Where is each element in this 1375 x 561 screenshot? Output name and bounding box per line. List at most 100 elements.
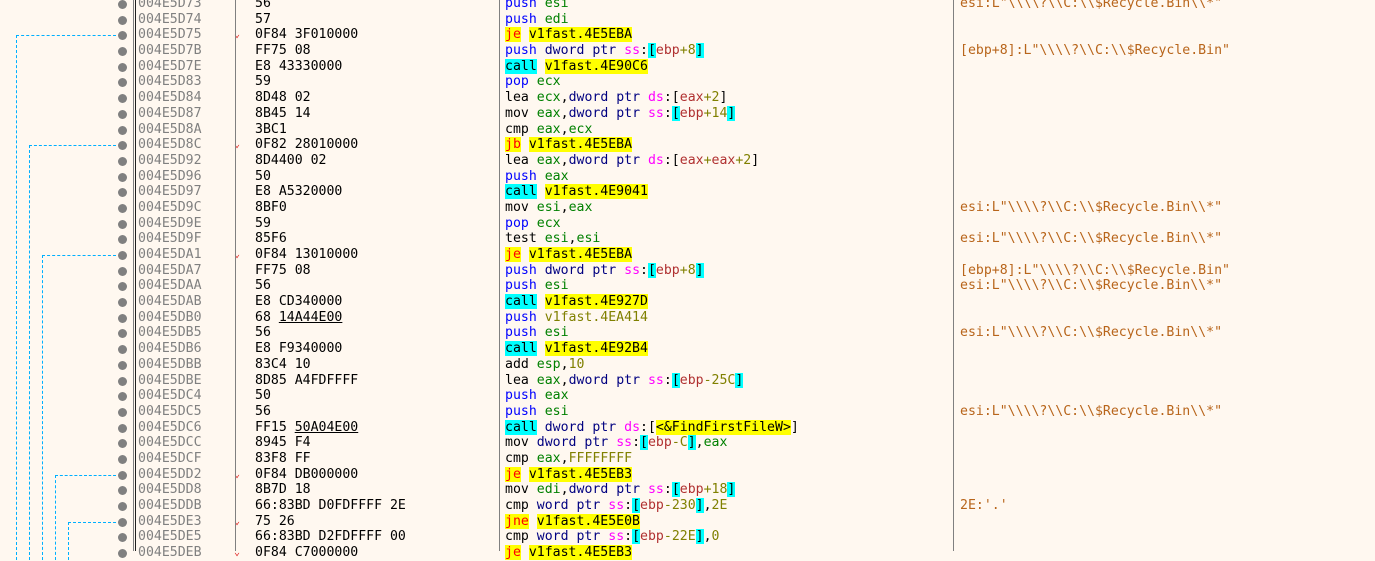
address-cell[interactable]: 004E5DB0	[138, 309, 202, 325]
breakpoint-dot-icon[interactable]	[118, 156, 127, 166]
address-cell[interactable]: 004E5DC5	[138, 403, 202, 419]
address-cell[interactable]: 004E5D97	[138, 184, 202, 200]
address-cell[interactable]: 004E5DBE	[138, 372, 202, 388]
disassembly-cell[interactable]: cmp word ptr ss:[ebp-22E],0	[505, 529, 950, 545]
address-cell[interactable]: 004E5DE5	[138, 529, 202, 545]
address-cell[interactable]: 004E5D9C	[138, 199, 202, 215]
disassembly-cell[interactable]: mov dword ptr ss:[ebp-C],eax	[505, 435, 950, 451]
operand-lbl[interactable]: <&FindFirstFileW>	[655, 419, 791, 435]
operand-lbl[interactable]: v1fast.4E5EB3	[528, 466, 633, 482]
disassembly-cell[interactable]: je v1fast.4E5EB3	[505, 545, 950, 561]
disassembly-cell[interactable]: push v1fast.4EA414	[505, 310, 950, 326]
operand-addr[interactable]: v1fast.4EA414	[544, 309, 648, 325]
address-cell[interactable]: 004E5D7E	[138, 58, 202, 74]
disassembly-cell[interactable]: mov esi,eax	[505, 200, 950, 216]
breakpoint-dot-icon[interactable]	[118, 125, 127, 135]
breakpoint-dot-icon[interactable]	[118, 423, 127, 433]
breakpoint-dot-icon[interactable]	[118, 407, 127, 417]
disassembly-cell[interactable]: lea ecx,dword ptr ds:[eax+2]	[505, 90, 950, 106]
breakpoint-dot-icon[interactable]	[118, 502, 127, 511]
address-cell[interactable]: 004E5D92	[138, 152, 202, 168]
breakpoint-dot-icon[interactable]	[118, 329, 127, 339]
address-cell[interactable]: 004E5D75	[138, 27, 202, 43]
disassembly-cell[interactable]: pop ecx	[505, 74, 950, 90]
operand-lbl[interactable]: v1fast.4E92B4	[544, 341, 648, 357]
disassembly-cell[interactable]: call v1fast.4E9041	[505, 184, 950, 200]
address-cell[interactable]: 004E5D7B	[138, 43, 202, 59]
disassembly-cell[interactable]: lea eax,dword ptr ds:[eax+eax+2]	[505, 153, 950, 169]
address-cell[interactable]: 004E5D73	[138, 0, 202, 11]
address-cell[interactable]: 004E5D8C	[138, 137, 202, 153]
breakpoint-dot-icon[interactable]	[118, 282, 127, 292]
breakpoint-dot-icon[interactable]	[118, 470, 127, 480]
disassembly-cell[interactable]: je v1fast.4E5EBA	[505, 247, 950, 263]
address-cell[interactable]: 004E5DA7	[138, 262, 202, 278]
address-cell[interactable]: 004E5DB6	[138, 341, 202, 357]
operand-lbl[interactable]: v1fast.4E927D	[544, 294, 648, 310]
column-separator[interactable]	[235, 0, 236, 551]
disassembly-cell[interactable]: cmp word ptr ss:[ebp-230],2E	[505, 498, 950, 514]
disassembly-cell[interactable]: push esi	[505, 325, 950, 341]
address-cell[interactable]: 004E5DB5	[138, 325, 202, 341]
address-cell[interactable]: 004E5D74	[138, 11, 202, 27]
address-cell[interactable]: 004E5DD2	[138, 466, 202, 482]
disassembly-cell[interactable]: push esi	[505, 404, 950, 420]
disassembly-cell[interactable]: push eax	[505, 169, 950, 185]
disassembly-cell[interactable]: call dword ptr ds:[<&FindFirstFileW>]	[505, 419, 950, 436]
operand-lbl[interactable]: v1fast.4E5E0B	[536, 513, 640, 529]
address-cell[interactable]: 004E5D84	[138, 90, 202, 106]
breakpoint-dot-icon[interactable]	[118, 454, 127, 464]
address-cell[interactable]: 004E5D8A	[138, 121, 202, 137]
disassembly-cell[interactable]: call v1fast.4E927D	[505, 294, 950, 310]
disassembly-cell[interactable]: push esi	[505, 278, 950, 294]
column-separator[interactable]	[133, 0, 134, 551]
operand-lbl[interactable]: v1fast.4E5EBA	[528, 137, 633, 153]
disassembly-cell[interactable]: push dword ptr ss:[ebp+8]	[505, 262, 950, 279]
breakpoint-dot-icon[interactable]	[118, 15, 127, 25]
operand-lbl[interactable]: v1fast.4E5EBA	[528, 27, 633, 43]
disassembly-cell[interactable]: call v1fast.4E92B4	[505, 341, 950, 357]
operand-lbl[interactable]: v1fast.4E5EBA	[528, 247, 633, 262]
address-cell[interactable]: 004E5DC4	[138, 388, 202, 404]
operand-lbl[interactable]: v1fast.4E90C6	[544, 58, 648, 74]
breakpoint-dot-icon[interactable]	[118, 219, 127, 229]
disassembly-cell[interactable]: mov eax,dword ptr ss:[ebp+14]	[505, 105, 950, 122]
breakpoint-dot-icon[interactable]	[118, 486, 127, 496]
column-separator[interactable]	[499, 0, 500, 551]
breakpoint-dot-icon[interactable]	[118, 235, 127, 245]
disassembly-cell[interactable]: je v1fast.4E5EBA	[505, 27, 950, 43]
address-cell[interactable]: 004E5DAB	[138, 294, 202, 310]
address-cell[interactable]: 004E5D9E	[138, 215, 202, 231]
disassembly-cell[interactable]: lea eax,dword ptr ss:[ebp-25C]	[505, 372, 950, 389]
breakpoint-dot-icon[interactable]	[118, 203, 127, 213]
breakpoint-dot-icon[interactable]	[118, 439, 127, 449]
breakpoint-dot-icon[interactable]	[118, 549, 127, 559]
address-cell[interactable]: 004E5DAA	[138, 278, 202, 294]
address-cell[interactable]: 004E5DDB	[138, 498, 202, 513]
breakpoint-dot-icon[interactable]	[118, 141, 127, 151]
breakpoint-dot-icon[interactable]	[118, 188, 127, 198]
disassembly-cell[interactable]: add esp,10	[505, 357, 950, 373]
